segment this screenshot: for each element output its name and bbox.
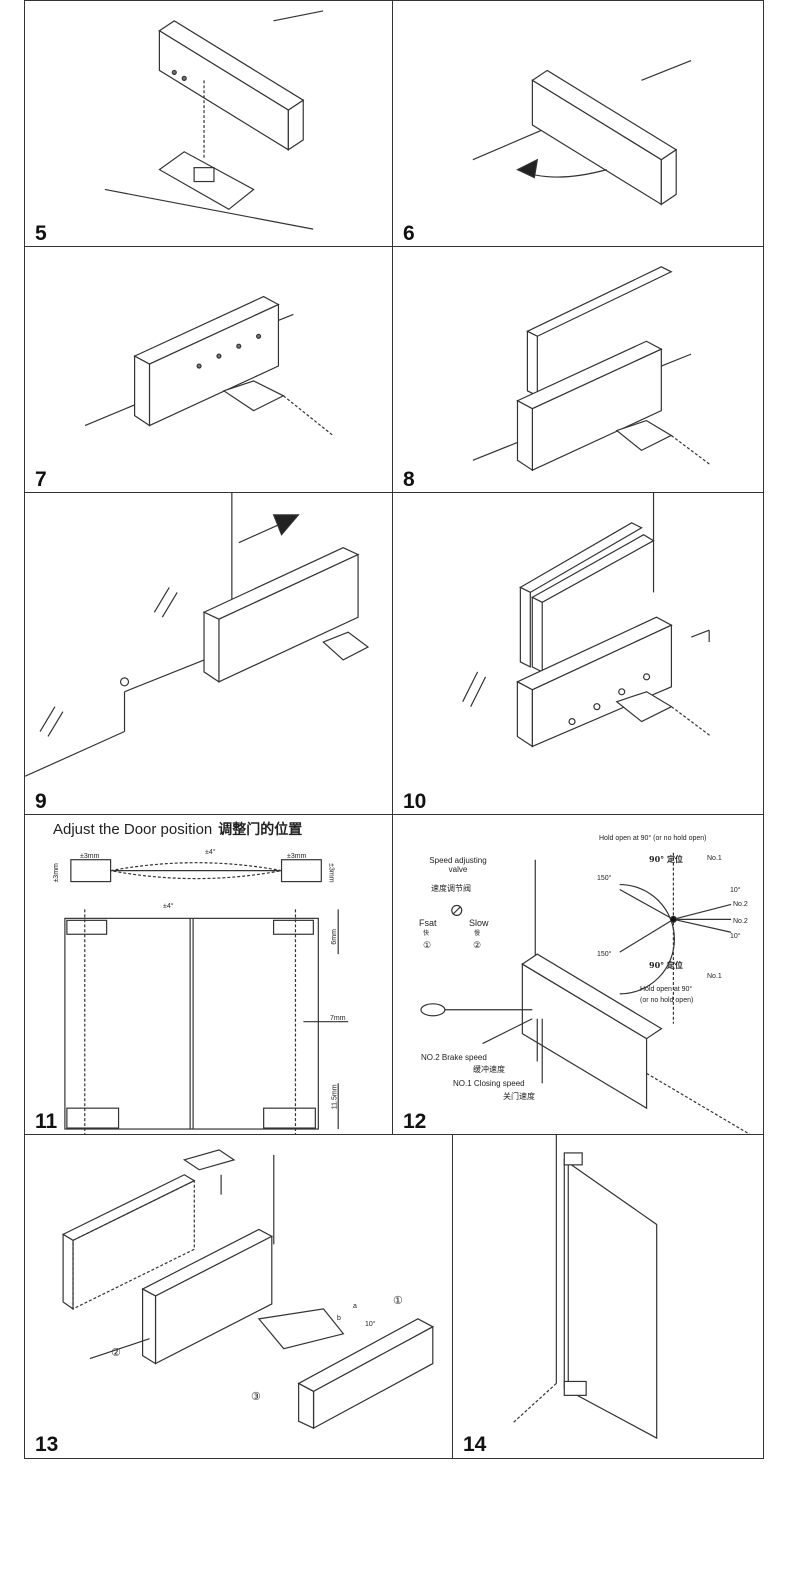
dim-label: ±3mm — [52, 863, 60, 883]
step-10-panel: 10 — [392, 492, 764, 816]
door-position-diagram — [64, 859, 349, 1135]
label-b: b — [337, 1315, 341, 1322]
angle-label: 10° — [730, 887, 741, 894]
glass-door-slide-illustration — [25, 493, 370, 777]
fast-label: Fsat — [419, 918, 437, 928]
step-number: 12 — [403, 1109, 427, 1133]
speed-valve-title: Speed adjusting valve — [429, 856, 487, 874]
step-number: 5 — [35, 221, 47, 245]
slow-id: ② — [473, 940, 482, 950]
step-number: 8 — [403, 467, 415, 491]
step-12-panel: Hold open at 90° (or no hold open) Speed… — [392, 814, 764, 1136]
step-number: 13 — [35, 1432, 59, 1456]
step-number: 9 — [35, 789, 47, 813]
fast-label-cn: 快 — [423, 931, 430, 937]
hinge-mounted-illustration — [84, 295, 334, 436]
angle-label: No.1 — [707, 855, 722, 862]
step-8-panel: 8 — [392, 246, 764, 494]
closing-speed-label-cn: 关门速度 — [503, 1092, 535, 1101]
marker-2: ② — [111, 1347, 121, 1359]
dim-label: ±4° — [163, 903, 174, 910]
cover-install-illustration — [61, 1149, 435, 1430]
step-number: 11 — [35, 1109, 58, 1133]
brake-speed-label: NO.2 Brake speed — [421, 1053, 487, 1062]
angle-label: No.2 — [733, 918, 748, 925]
angle-label: 90° 定位 — [649, 854, 683, 864]
dim-label: 11.5mm — [331, 1084, 339, 1110]
angle-label: 150° — [597, 951, 612, 958]
hold-open-bottom: Hold open at 90° — [640, 986, 693, 993]
slow-label: Slow — [469, 918, 489, 928]
closing-speed-label: NO.1 Closing speed — [453, 1079, 525, 1088]
fast-id: ① — [423, 940, 432, 950]
dim-label: 7mm — [330, 1015, 346, 1022]
speed-valve-title-cn: 速度调节阀 — [431, 884, 471, 893]
brake-speed-label-cn: 缓冲速度 — [473, 1065, 505, 1074]
installed-door-illustration — [512, 1135, 658, 1440]
cover-and-screws-illustration — [462, 493, 712, 748]
dim-label: ±3mm — [327, 863, 335, 883]
hinge-rotate-illustration — [472, 59, 692, 206]
step-number: 6 — [403, 221, 415, 245]
marker-3: ③ — [251, 1391, 261, 1403]
step-7-panel: 7 — [24, 246, 394, 494]
step-9-panel: 9 — [24, 492, 394, 816]
step-number: 7 — [35, 467, 47, 491]
dim-label: ±3mm — [287, 853, 307, 860]
angle-label: No.1 — [707, 973, 722, 980]
dim-label: ±3mm — [80, 853, 100, 860]
hinge-install-illustration — [104, 10, 324, 230]
marker-1: ① — [393, 1295, 403, 1307]
step-13-panel: ① ② ③ a b 10° 13 — [24, 1134, 454, 1459]
angle-label: 90° 定位 — [649, 960, 683, 970]
step-6-panel: 6 — [392, 0, 764, 248]
hold-open-top: Hold open at 90° (or no hold open) — [599, 835, 707, 842]
step-14-panel: 14 — [452, 1134, 764, 1459]
glass-clamp-insert-illustration — [472, 266, 712, 472]
dim-label: ±4° — [205, 849, 216, 856]
step-number: 14 — [463, 1432, 487, 1456]
step-number: 10 — [403, 789, 427, 813]
step-5-panel: 5 — [24, 0, 394, 248]
dim-label: 6mm — [330, 929, 338, 945]
angle-label: 150° — [597, 875, 612, 882]
angle-10: 10° — [365, 1321, 376, 1328]
slow-label-cn: 慢 — [474, 931, 481, 937]
angle-label: No.2 — [733, 901, 748, 908]
angle-label: 10° — [730, 933, 741, 940]
hold-open-bottom: (or no hold open) — [640, 997, 694, 1004]
label-a: a — [353, 1303, 357, 1310]
speed-adjust-diagram — [420, 852, 752, 1135]
